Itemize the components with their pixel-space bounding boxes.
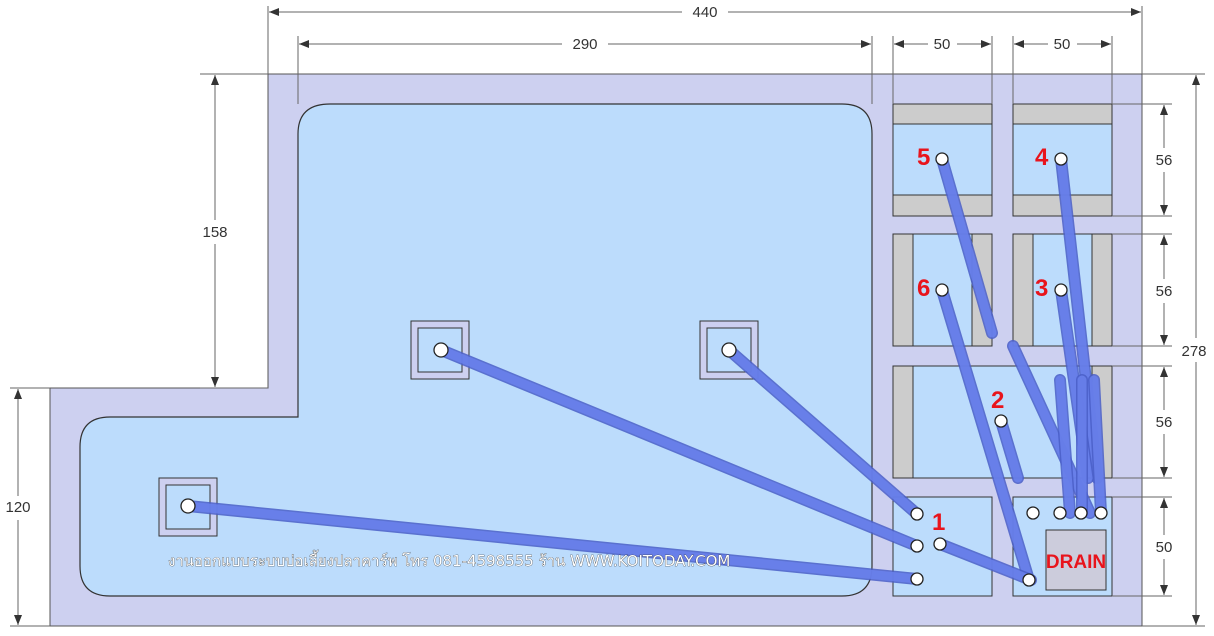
dimension-lines bbox=[10, 6, 1205, 627]
svg-text:50: 50 bbox=[1156, 539, 1173, 556]
dim-col-a-width: 50 bbox=[894, 36, 991, 53]
pipe-opening bbox=[1094, 506, 1108, 520]
pipe-openings bbox=[180, 152, 1108, 587]
svg-text:56: 56 bbox=[1156, 414, 1173, 431]
pipe bbox=[937, 285, 1034, 585]
label-chamber-1: 1 bbox=[932, 509, 945, 536]
watermark-text: งานออกแบบระบบบ่อเลี้ยงปลาคาร์พ โทร 081-4… bbox=[168, 550, 730, 570]
pipe-opening bbox=[1054, 283, 1068, 297]
pipe-opening bbox=[933, 537, 947, 551]
drain-box bbox=[1045, 529, 1107, 591]
label-chamber-4: 4 bbox=[1035, 144, 1049, 171]
pipe bbox=[937, 154, 997, 338]
pipe bbox=[436, 345, 922, 551]
pipe-opening bbox=[433, 342, 449, 358]
svg-text:440: 440 bbox=[692, 4, 717, 21]
drain-label: DRAIN bbox=[1046, 552, 1106, 573]
pipe-opening bbox=[1074, 506, 1088, 520]
pipe bbox=[1055, 375, 1075, 518]
svg-text:278: 278 bbox=[1181, 343, 1206, 360]
pipe bbox=[1089, 375, 1106, 518]
svg-text:120: 120 bbox=[5, 499, 30, 516]
pipe-opening bbox=[910, 539, 924, 553]
pipe-opening bbox=[910, 572, 924, 586]
pipe-opening bbox=[935, 283, 949, 297]
svg-text:290: 290 bbox=[572, 36, 597, 53]
main-pond bbox=[79, 103, 873, 597]
dim-total-height: 278 bbox=[1181, 75, 1207, 625]
dim-main-width: 290 bbox=[299, 36, 871, 53]
pipe-opening bbox=[910, 507, 924, 521]
pipe-opening bbox=[1026, 506, 1040, 520]
pipe bbox=[183, 501, 922, 584]
pipe-opening bbox=[1022, 573, 1036, 587]
dim-col-b-width: 50 bbox=[1014, 36, 1111, 53]
svg-text:50: 50 bbox=[934, 36, 951, 53]
label-chamber-3: 3 bbox=[1035, 275, 1048, 302]
dim-box-row-3: 56 bbox=[1156, 367, 1173, 477]
svg-text:50: 50 bbox=[1054, 36, 1071, 53]
dim-box-row-2: 56 bbox=[1156, 235, 1173, 345]
pipe-opening bbox=[935, 152, 949, 166]
pipe-opening bbox=[1053, 506, 1067, 520]
svg-text:56: 56 bbox=[1156, 152, 1173, 169]
pipe-opening bbox=[994, 414, 1008, 428]
svg-text:158: 158 bbox=[202, 224, 227, 241]
dim-lower-height: 120 bbox=[5, 389, 31, 625]
pipe bbox=[935, 539, 1036, 585]
svg-text:56: 56 bbox=[1156, 283, 1173, 300]
label-chamber-6: 6 bbox=[917, 275, 930, 302]
pipe bbox=[996, 416, 1023, 483]
pipe-opening bbox=[1054, 152, 1068, 166]
pipes bbox=[182, 153, 1107, 586]
pipe bbox=[724, 345, 922, 519]
pipe-opening bbox=[721, 342, 737, 358]
dim-box-row-1: 56 bbox=[1156, 105, 1173, 215]
pipe-opening bbox=[180, 498, 196, 514]
label-chamber-2: 2 bbox=[991, 387, 1004, 414]
dim-total-width: 440 bbox=[269, 4, 1141, 21]
label-chamber-5: 5 bbox=[917, 144, 930, 171]
dim-box-row-4: 50 bbox=[1156, 498, 1173, 595]
dim-upper-height: 158 bbox=[202, 75, 228, 387]
